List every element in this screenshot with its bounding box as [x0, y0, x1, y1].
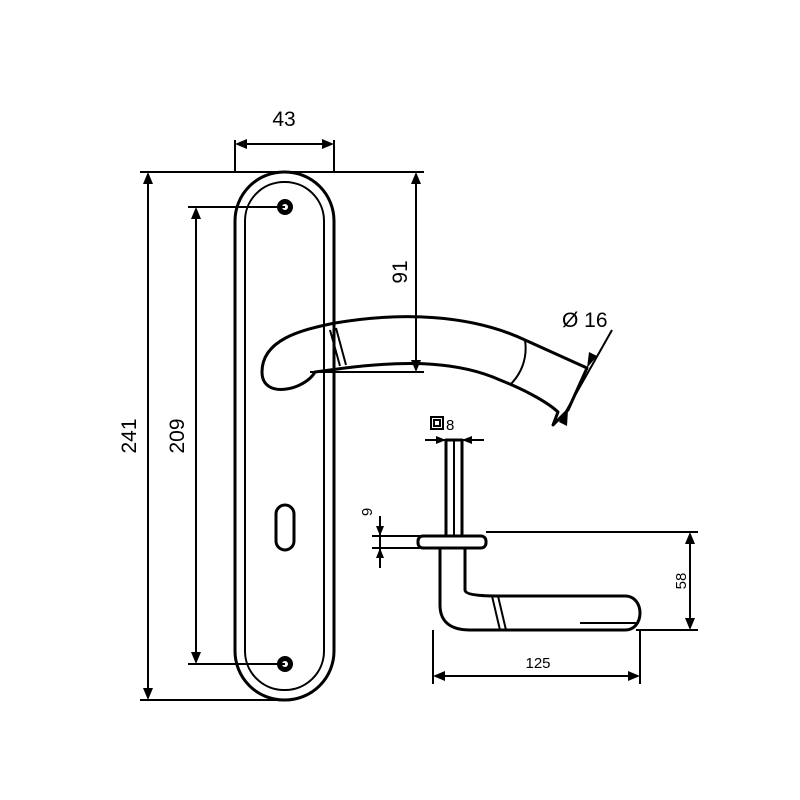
label-handle-height: 91	[389, 260, 412, 283]
dimension-total-height: 241	[118, 171, 285, 701]
dimension-handle-diameter: Ø 16	[559, 309, 613, 426]
backplate	[233, 170, 336, 702]
square-icon	[430, 416, 444, 430]
lever-band-right	[509, 339, 527, 386]
label-total-height: 241	[118, 418, 141, 453]
keyhole-slot	[274, 503, 296, 552]
lever-side	[438, 546, 642, 632]
lever-side-band	[491, 595, 501, 631]
dimension-hole-spacing: 209	[166, 206, 285, 665]
lever-band-left	[329, 329, 341, 367]
dimension-handle-height: 91	[285, 171, 424, 373]
label-spindle: 8	[446, 417, 454, 434]
label-handle-length: 125	[525, 655, 550, 672]
backplate-outer	[233, 170, 336, 702]
lever-outline	[260, 315, 589, 427]
dimension-plate-width: 43	[234, 108, 335, 172]
lever-handle-front	[260, 315, 589, 427]
side-view: 8 9 58 125	[359, 416, 698, 684]
label-hole-spacing: 209	[166, 418, 189, 453]
backplate-inner	[244, 181, 325, 691]
label-plate-width: 43	[272, 108, 295, 131]
label-rose-thickness: 9	[359, 508, 376, 516]
label-projection: 58	[673, 573, 690, 590]
rose-flange	[416, 534, 488, 550]
label-handle-diameter: Ø 16	[562, 309, 608, 332]
